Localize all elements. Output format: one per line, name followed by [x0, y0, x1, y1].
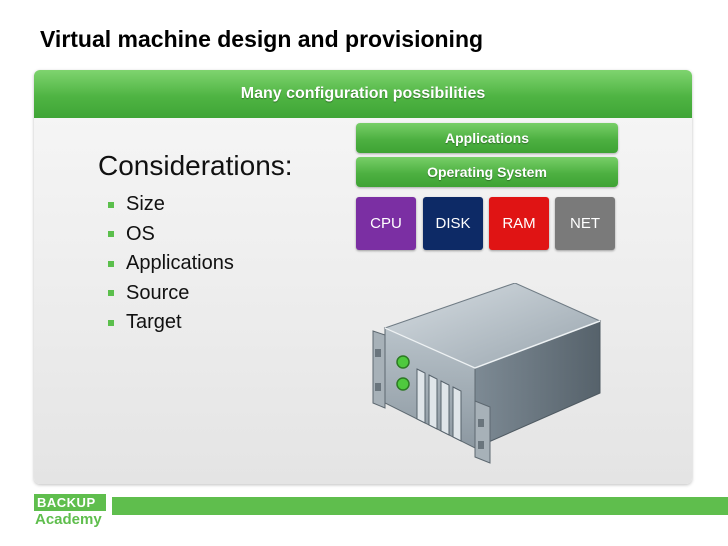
- bullet-square-icon: [108, 319, 114, 326]
- bullet-square-icon: [108, 260, 114, 267]
- logo-top-text: BACKUP: [34, 494, 106, 511]
- list-item-label: Target: [126, 311, 182, 334]
- considerations-heading: Considerations:: [98, 150, 293, 181]
- list-item: Applications: [108, 249, 234, 279]
- list-item: OS: [108, 220, 234, 250]
- operating-system-box: Operating System: [356, 157, 618, 187]
- net-label: NET: [570, 215, 600, 232]
- ram-box: RAM: [489, 197, 549, 250]
- bullet-square-icon: [108, 290, 114, 297]
- operating-system-label: Operating System: [427, 164, 547, 180]
- applications-label: Applications: [444, 130, 529, 146]
- disk-box: DISK: [423, 197, 483, 250]
- configuration-header-bar: Many configuration possibilities: [34, 70, 692, 118]
- considerations-list: Size OS Applications Source Target: [108, 190, 234, 338]
- slide-title: Virtual machine design and provisioning: [40, 26, 484, 52]
- disk-label: DISK: [435, 215, 471, 232]
- server-icon: [372, 283, 602, 464]
- list-item: Size: [108, 190, 234, 220]
- net-box: NET: [555, 197, 615, 250]
- applications-box: Applications: [356, 123, 618, 153]
- list-item-label: Source: [126, 281, 190, 304]
- backup-academy-logo: BACKUP Academy: [34, 494, 106, 532]
- bullet-square-icon: [108, 201, 114, 208]
- list-item: Target: [108, 308, 234, 338]
- list-item-label: OS: [126, 222, 155, 245]
- list-item-label: Applications: [126, 252, 234, 275]
- logo-bottom-text: Academy: [35, 511, 102, 528]
- footer-bar: [112, 497, 728, 515]
- cpu-box: CPU: [356, 197, 416, 250]
- list-item-label: Size: [126, 193, 165, 216]
- ram-label: RAM: [502, 215, 536, 232]
- cpu-label: CPU: [370, 215, 402, 232]
- bullet-square-icon: [108, 231, 114, 238]
- configuration-header-label: Many configuration possibilities: [240, 85, 486, 102]
- list-item: Source: [108, 279, 234, 309]
